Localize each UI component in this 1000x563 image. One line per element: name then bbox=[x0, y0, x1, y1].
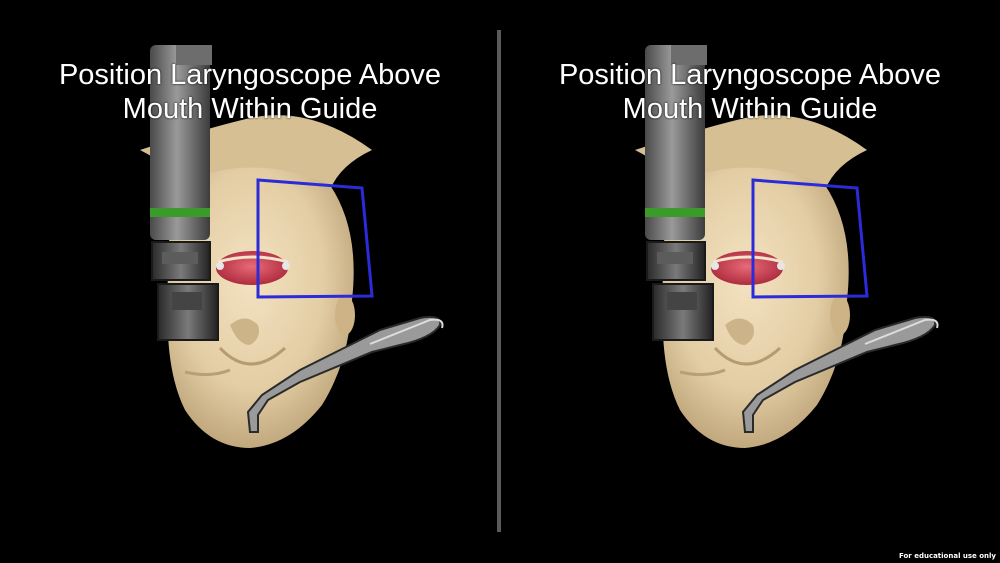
instruction-text: Position Laryngoscope Above Mouth Within… bbox=[0, 58, 500, 126]
instruction-line-1: Position Laryngoscope Above bbox=[58, 59, 442, 91]
stereo-divider bbox=[497, 30, 501, 532]
left-eye-viewport: Position Laryngoscope Above Mouth Within… bbox=[0, 43, 500, 450]
disclaimer-label: For educational use only bbox=[899, 552, 996, 560]
instruction-line-1: Position Laryngoscope Above bbox=[558, 59, 942, 91]
right-eye-viewport: Position Laryngoscope Above Mouth Within… bbox=[500, 0, 1000, 563]
instruction-text: Position Laryngoscope Above Mouth Within… bbox=[500, 58, 1000, 126]
instruction-line-2: Mouth Within Guide bbox=[122, 93, 378, 125]
instruction-line-2: Mouth Within Guide bbox=[622, 93, 878, 125]
